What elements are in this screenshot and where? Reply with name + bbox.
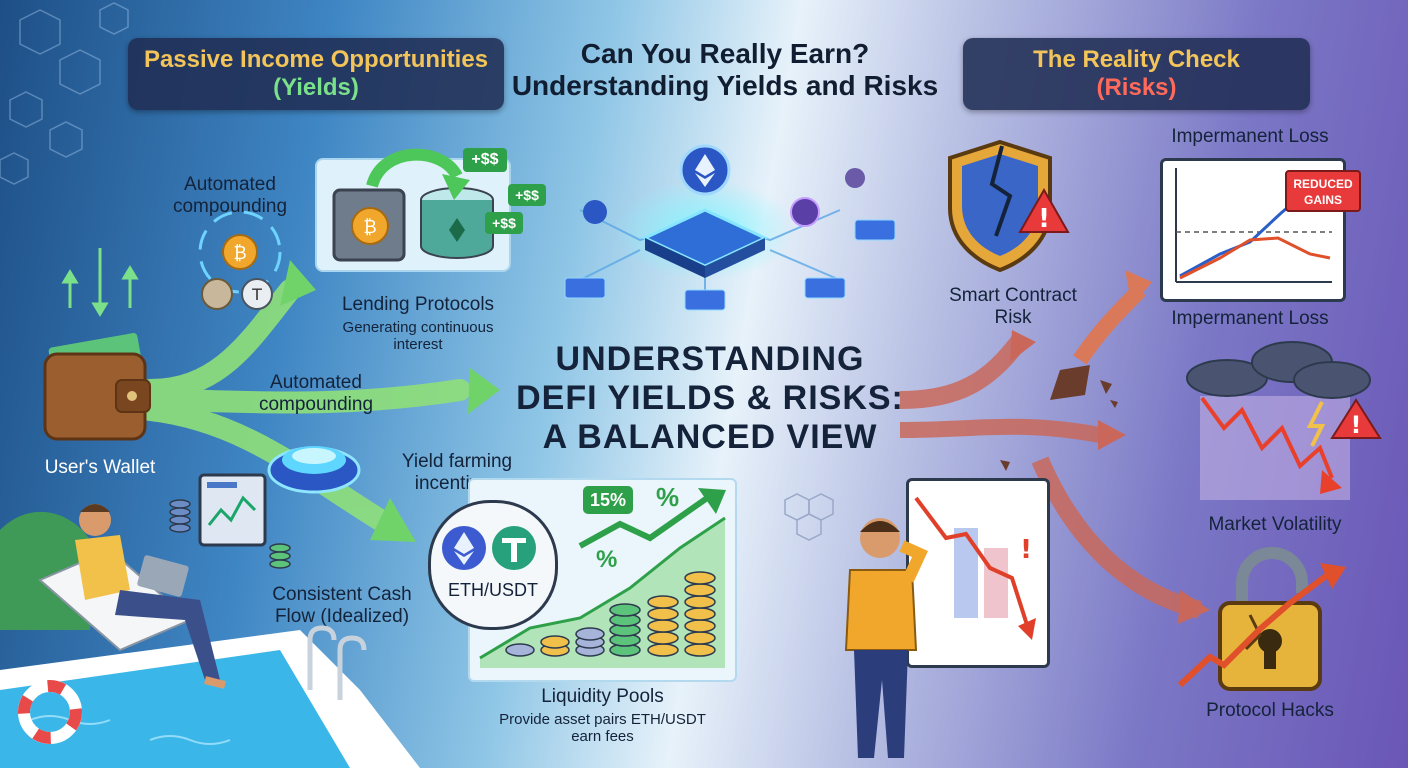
auto-compounding-mid-label: Automated compounding (246, 372, 386, 416)
wallet-icon (43, 333, 151, 441)
money-tag-1: +$$ (463, 148, 507, 172)
center-heading-line2: Understanding Yields and Risks (511, 70, 939, 102)
auto-compounding-mid-line2: compounding (258, 393, 374, 415)
center-heading: Can You Really Earn? Understanding Yield… (505, 38, 945, 102)
impermanent-loss-bottom-label: Impermanent Loss (1171, 308, 1329, 329)
risk-flow-arrows (899, 270, 1210, 624)
broken-padlock-icon (1177, 547, 1346, 691)
auto-compounding-top-label: Automated compounding (160, 174, 300, 218)
auto-compounding-top-line1: Automated (184, 174, 276, 195)
wallet-label: User's Wallet (44, 457, 156, 478)
yield-hub-node-icon (267, 446, 361, 494)
svg-text:₿: ₿ (363, 217, 376, 238)
green-coin-stack-icon (269, 543, 291, 569)
auto-compounding-mid-line1: Automated (270, 372, 362, 393)
lending-protocols-desc2: interest (393, 336, 443, 354)
svg-text:₿: ₿ (233, 243, 246, 264)
svg-text:T: T (251, 285, 262, 304)
liquidity-pools-desc2: earn fees (571, 728, 634, 746)
lending-protocols-title: Lending Protocols (341, 294, 495, 315)
poolside-scene-illustration (0, 504, 420, 768)
smart-contract-risk-line2: Risk (994, 306, 1032, 328)
main-title: UNDERSTANDING DEFI YIELDS & RISKS: A BAL… (510, 340, 910, 457)
yields-header-pill: Passive Income Opportunities (Yields) (128, 38, 504, 110)
hex-network-decoration (0, 2, 129, 185)
lending-protocols-desc1: Generating continuous (342, 318, 494, 336)
liquidity-pools-text: Liquidity Pools Provide asset pairs ETH/… (470, 686, 735, 745)
dashboard-screen-icon (198, 473, 267, 547)
wallet-flow-arrows (61, 248, 139, 317)
percent-symbol-bottom: % (596, 546, 618, 573)
percent-badge: 15% (583, 486, 633, 514)
risks-header-title: The Reality Check (1033, 46, 1240, 73)
lending-transfer-arrow (366, 148, 470, 200)
risks-header-subtitle: (Risks) (1096, 73, 1177, 101)
market-volatility-label: Market Volatility (1208, 514, 1342, 535)
smart-contract-risk-label: Smart Contract Risk (923, 285, 1103, 329)
svg-text:!: ! (1038, 204, 1050, 234)
main-title-line2: DEFI YIELDS & RISKS: (516, 379, 904, 418)
worried-investor-illustration (844, 518, 928, 758)
eth-usdt-pair-badge (428, 500, 558, 630)
main-title-line1: UNDERSTANDING (555, 340, 865, 378)
svg-text:!: ! (1020, 535, 1032, 565)
impermanent-loss-chart-card (1160, 158, 1346, 302)
center-heading-line1: Can You Really Earn? (580, 38, 870, 69)
lending-protocols-text: Lending Protocols Generating continuous … (318, 294, 518, 353)
liquidity-pools-title: Liquidity Pools (541, 686, 664, 707)
broken-shield-icon: ! (948, 139, 1070, 273)
money-tag-3: +$$ (485, 212, 523, 234)
impermanent-loss-top-label: Impermanent Loss (1171, 126, 1329, 147)
falling-chart-icon: ! (914, 496, 1036, 640)
smart-contract-risk-line1: Smart Contract (949, 285, 1077, 306)
cash-flow-line2: Flow (Idealized) (274, 605, 410, 627)
auto-compounding-top-line2: compounding (172, 195, 288, 217)
yields-header-subtitle: (Yields) (273, 73, 359, 101)
reduced-gains-badge: REDUCED GAINS (1285, 170, 1361, 212)
coin-stack-icon (169, 499, 191, 533)
trend-up-arrow-icon (578, 488, 726, 549)
yield-flow-arrows (139, 260, 500, 542)
vault-icon: ₿ (332, 188, 406, 262)
money-tag-2: +$$ (508, 184, 546, 206)
growth-bars-chart-icon (479, 516, 726, 668)
crypto-coins-cluster-icon: ₿ T (198, 210, 282, 310)
usdt-coin-icon (492, 526, 536, 570)
svg-text:!: ! (1351, 411, 1362, 439)
blockchain-platform-illustration (564, 144, 896, 311)
main-title-line3: A BALANCED VIEW (542, 418, 878, 457)
reduced-gains-line1: REDUCED (1293, 177, 1353, 191)
cash-flow-line1: Consistent Cash (272, 584, 412, 605)
protocol-hacks-label: Protocol Hacks (1206, 700, 1334, 721)
risks-header-pill: The Reality Check (Risks) (963, 38, 1310, 110)
reduced-gains-line2: GAINS (1303, 193, 1342, 207)
eth-usdt-pair-label: ETH/USDT (448, 580, 538, 600)
eth-coin-icon (442, 526, 486, 570)
yields-header-title: Passive Income Opportunities (143, 46, 489, 73)
liquidity-pools-desc1: Provide asset pairs ETH/USDT (499, 710, 706, 728)
percent-symbol-top: % (656, 482, 680, 512)
cube-network-decoration (784, 493, 834, 541)
pool-container-icon (420, 187, 494, 259)
storm-clouds-volatility-icon: ! (1186, 341, 1382, 500)
cash-flow-label: Consistent Cash Flow (Idealized) (262, 584, 422, 628)
yield-farming-line1: Yield farming (401, 451, 513, 472)
